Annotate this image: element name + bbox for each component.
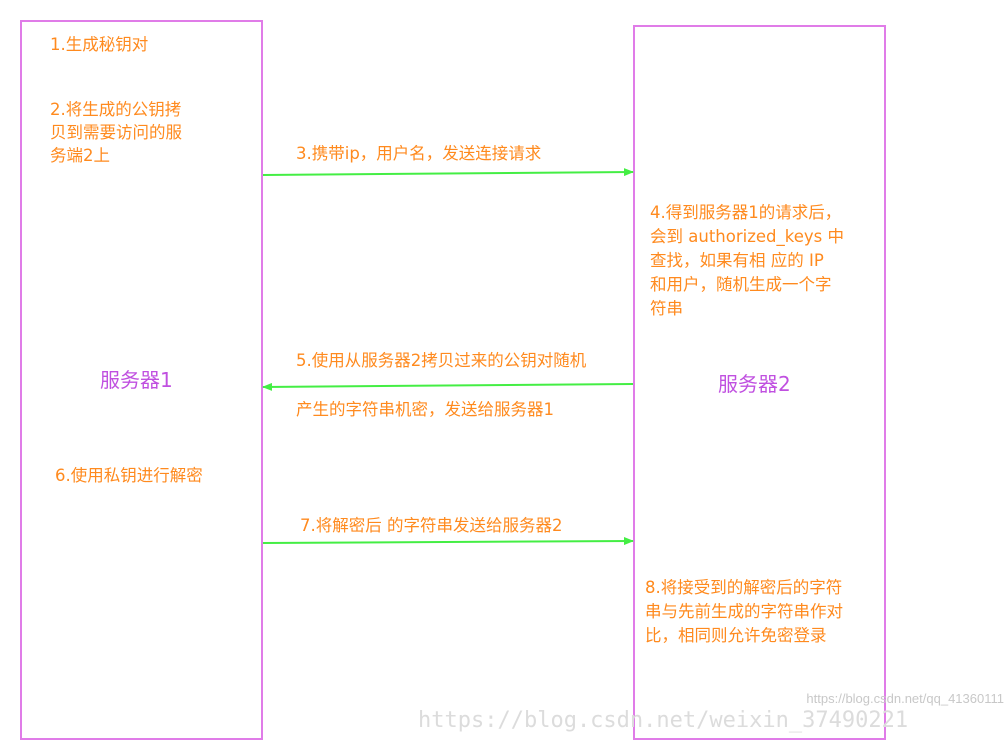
server1-label: 服务器1 [100,368,173,392]
arrows-layer [262,168,634,546]
watermark-overlay: https://blog.csdn.net/weixin_37490221 [418,708,909,733]
watermark-blog: https://blog.csdn.net/qq_41360111 [806,691,1004,706]
arrow-step7 [262,537,634,546]
server2-label: 服务器2 [718,372,791,396]
step4-text: 4.得到服务器1的请求后， 会到 authorized_keys 中 查找，如果… [650,203,844,318]
arrow-step3 [262,168,634,177]
step6-text: 6.使用私钥进行解密 [55,466,203,485]
step3-text: 3.携带ip，用户名，发送连接请求 [296,144,542,163]
step5-text-line1: 5.使用从服务器2拷贝过来的公钥对随机 [296,351,587,370]
arrow-step5 [262,382,634,391]
step1-text: 1.生成秘钥对 [50,35,149,54]
step5-text-line2: 产生的字符串机密，发送给服务器1 [296,400,554,419]
step7-text: 7.将解密后 的字符串发送给服务器2 [300,516,563,535]
step8-text: 8.将接受到的解密后的字符 串与先前生成的字符串作对 比，相同则允许免密登录 [645,578,843,645]
step2-text: 2.将生成的公钥拷 贝到需要访问的服 务端2上 [50,100,182,165]
